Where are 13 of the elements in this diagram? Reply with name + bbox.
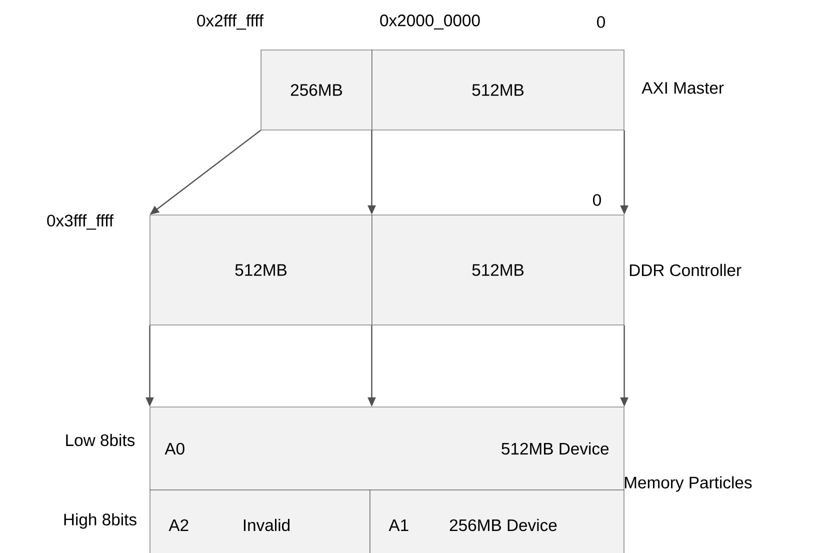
address-label: 0 xyxy=(597,16,605,28)
row-label: Memory Particles xyxy=(624,476,752,492)
row-label: Low 8bits xyxy=(66,434,135,446)
device-block: A2 Invalid xyxy=(150,490,370,553)
address-label: 0x3fff_ffff xyxy=(47,214,114,230)
device-block: A1 256MB Device xyxy=(370,490,624,553)
address-label: 0x2000_0000 xyxy=(380,14,480,30)
memory-block: 512MB xyxy=(150,214,372,326)
row-label: AXI Master xyxy=(642,82,724,94)
memory-block: 512MB xyxy=(372,214,624,326)
address-label: 0x2fff_ffff xyxy=(197,14,264,30)
memory-block: 256MB xyxy=(260,50,372,130)
row-label: High 8bits xyxy=(64,513,136,529)
